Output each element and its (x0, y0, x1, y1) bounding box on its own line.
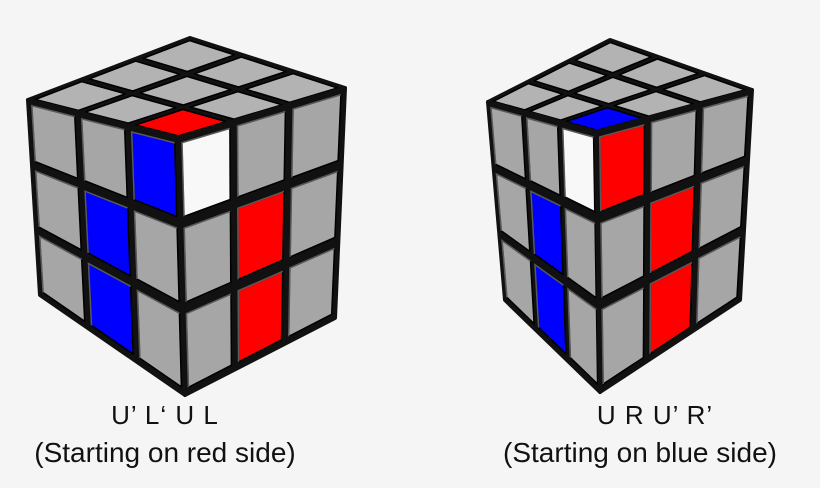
sticker-gray (80, 118, 128, 199)
sticker-gray (193, 56, 287, 88)
sticker-blue (87, 262, 134, 355)
sticker-gray (501, 239, 535, 325)
sticker-red (598, 124, 646, 213)
sticker-gray (142, 39, 236, 73)
sticker-gray (34, 80, 126, 112)
cube-left (0, 0, 400, 400)
sticker-gray (600, 205, 645, 299)
sticker-gray (696, 236, 742, 325)
sticker-red (649, 185, 695, 274)
rubiks-cube-diagram (486, 38, 754, 394)
sticker-gray (183, 210, 232, 303)
cube-right (460, 0, 820, 400)
caption-left: U’ L‘ U L (Starting on red side) (0, 400, 330, 469)
sticker-gray (88, 60, 181, 92)
algorithm-description: (Starting on red side) (34, 437, 296, 468)
sticker-blue (130, 131, 178, 218)
sticker-gray (139, 75, 232, 106)
sticker-gray (573, 76, 651, 105)
sticker-gray (236, 110, 287, 198)
sticker-gray (567, 288, 599, 385)
sticker-gray (650, 109, 698, 194)
algorithm-description: (Starting on blue side) (503, 437, 777, 468)
sticker-gray (34, 170, 82, 251)
sticker-gray (618, 58, 699, 89)
sticker-gray (244, 72, 339, 104)
algorithm-moves: U’ L‘ U L (111, 400, 219, 430)
algorithm-moves: U R U’ R’ (596, 400, 714, 430)
sticker-gray (700, 95, 749, 174)
sticker-gray (185, 293, 233, 389)
sticker-gray (136, 289, 183, 388)
sticker-gray (84, 94, 177, 124)
sticker-gray (564, 208, 597, 299)
sticker-gray (601, 287, 645, 385)
sticker-gray (492, 82, 564, 111)
sticker-gray (698, 165, 746, 250)
sticker-red (649, 261, 693, 355)
sticker-blue (534, 264, 567, 355)
sticker-white (561, 127, 596, 213)
sticker-gray (189, 90, 283, 120)
sticker-gray (526, 117, 561, 197)
sticker-gray (529, 94, 603, 121)
sticker-gray (38, 235, 86, 322)
sticker-white (181, 127, 231, 218)
sticker-blue (84, 190, 131, 277)
sticker-gray (490, 106, 527, 180)
sticker-gray (289, 170, 339, 258)
sticker-red (237, 270, 284, 363)
sticker-gray (31, 104, 79, 180)
sticker-red (237, 190, 285, 281)
sticker-gray (533, 62, 608, 93)
sticker-gray (133, 210, 180, 303)
caption-right: U R U’ R’ (Starting on blue side) (470, 400, 810, 469)
sticker-gray (574, 41, 652, 74)
sticker-gray (495, 173, 531, 253)
sticker-gray (287, 247, 336, 338)
sticker-gray (291, 93, 342, 179)
sticker-blue (530, 190, 564, 276)
rubiks-cube-diagram (26, 36, 347, 397)
